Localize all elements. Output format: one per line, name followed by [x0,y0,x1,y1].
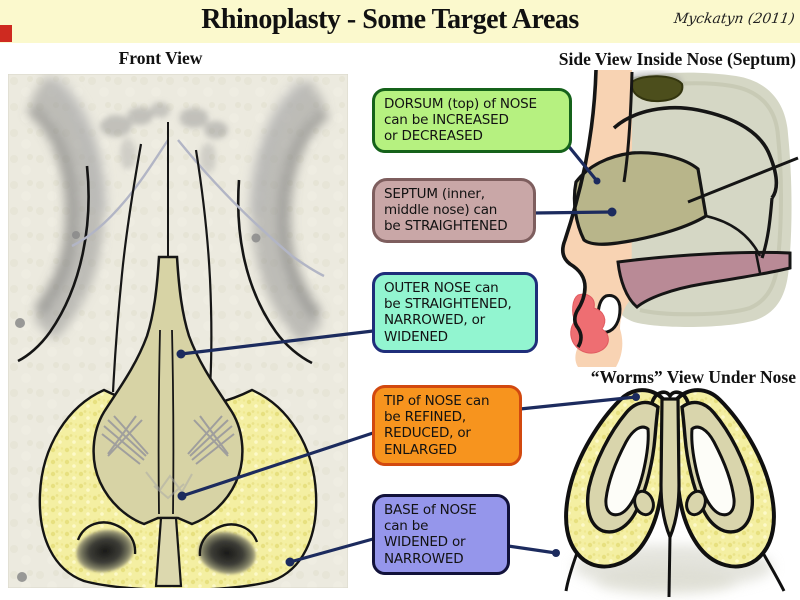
glabella-smudges [100,102,228,174]
pointer-line-tip [180,431,375,498]
pointer-dot-base [285,557,295,567]
columella-front [154,516,183,588]
pointer-dot-tip [632,393,640,401]
front-view-illustration [8,74,348,588]
midline-pair [157,329,175,515]
callout-tip: TIP of NOSE can be REFINED, REDUCED, or … [372,385,522,466]
callout-base-text: BASE of NOSE can be WIDENED or NARROWED [384,502,477,567]
head-inner-sketch [623,81,783,317]
side-view-illustration [560,70,799,367]
callout-dorsum: DORSUM (top) of NOSE can be INCREASED or… [372,88,572,153]
gray-dots [15,231,261,582]
nostril-left [76,529,134,573]
page-title: Rhinoplasty - Some Target Areas [201,4,579,35]
septum-region [572,151,708,246]
pointer-line-outer [179,329,375,356]
palate-divider [754,252,762,274]
worms-view-illustration [564,388,786,598]
alar-rim-lines [76,521,259,557]
pointer-dot-tip [177,491,187,501]
skull-curves [612,71,799,259]
pointer-line-base [506,544,558,555]
pointer-dot-base [552,549,560,557]
right-nostril-opening [690,425,736,517]
shadow2 [595,567,735,595]
left-nostril-opening [604,425,650,517]
pointer-dot-septum [607,207,617,217]
tip-arcs [650,390,690,404]
callout-outer-nose: OUTER NOSE can be STRAIGHTENED, NARROWED… [372,272,538,353]
pointer-line-base [288,537,375,564]
callout-septum: SEPTUM (inner, middle nose) can be STRAI… [372,178,536,243]
side-view-heading: Side View Inside Nose (Septum) [558,49,796,69]
left-nasal-wall-line [111,143,143,393]
pointer-dot-dorsum [593,177,601,185]
eyebrow [630,75,684,103]
left-bump [633,489,655,517]
worms-view-heading: “Worms” View Under Nose [590,367,796,387]
callout-outer-nose-text: OUTER NOSE can be STRAIGHTENED, NARROWED… [384,280,512,345]
title-band [0,0,800,43]
nostril-right [198,531,256,575]
fracture-scribbles [101,415,235,465]
palate [616,250,792,309]
right-orbital-rim-line [236,179,313,365]
right-bump [685,489,707,517]
left-orbital-rim-line [17,165,90,363]
pointer-line-dorsum [564,141,599,183]
red-corner-mark [0,25,12,42]
callout-dorsum-text: DORSUM (top) of NOSE can be INCREASED or… [384,96,537,145]
pointer-line-tip [518,395,638,411]
callout-septum-text: SEPTUM (inner, middle nose) can be STRAI… [384,186,508,235]
pointer-dot-outer [176,349,186,359]
columella-midline [667,534,672,598]
front-view-heading: Front View [118,48,203,68]
nostrils [76,529,256,575]
tip-sketch-lines [145,471,193,500]
base-whiskers [564,552,786,592]
pointer-line-septum [532,210,614,215]
callout-base: BASE of NOSE can be WIDENED or NARROWED [372,494,510,575]
callout-tip-text: TIP of NOSE can be REFINED, REDUCED, or … [384,393,490,458]
